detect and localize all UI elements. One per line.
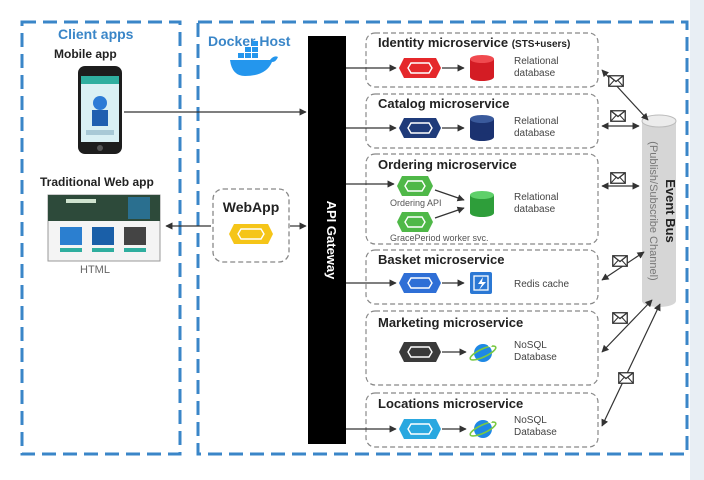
bus-locations-arrow (601, 303, 661, 427)
basket-title: Basket microservice (378, 252, 504, 267)
locations-db-line2: Database (514, 427, 557, 438)
event-bus-subtitle: (Publish/Subscribe Channel) (647, 141, 659, 280)
envelope-icon (618, 372, 634, 384)
marketing-container-icon (399, 342, 441, 362)
marketing-db-line2: Database (514, 352, 557, 363)
identity-microservice-box (365, 32, 599, 88)
catalog-db-line2: database (514, 128, 556, 139)
api-gateway-label: API Gateway (324, 201, 339, 281)
envelope-icon (608, 75, 624, 87)
docker-host-frame (196, 20, 689, 456)
docker-host-title: Docker Host (208, 33, 291, 49)
catalog-database-icon (470, 115, 494, 141)
ordering-db-line1: Relational (514, 192, 558, 203)
mobile-phone-icon (78, 66, 122, 154)
identity-db-line2: database (514, 68, 556, 79)
identity-title: Identity microservice (STS+users) (378, 35, 570, 50)
webapp-label: WebApp (223, 199, 280, 215)
docker-whale-icon (230, 41, 278, 76)
ordering-database-icon (470, 191, 494, 217)
marketing-microservice-box (365, 310, 599, 386)
redis-cache-icon (470, 272, 492, 294)
basket-microservice-box (365, 249, 599, 305)
ordering-api-container-icon (397, 176, 433, 196)
html-label: HTML (80, 264, 110, 276)
identity-database-icon (470, 55, 494, 81)
ordering-title: Ordering microservice (378, 157, 517, 172)
envelope-icon (612, 312, 628, 324)
basket-container-icon (399, 273, 441, 293)
locations-db-line1: NoSQL (514, 415, 547, 426)
locations-title: Locations microservice (378, 396, 523, 411)
catalog-title: Catalog microservice (378, 96, 510, 111)
webapp-container-icon (229, 224, 273, 244)
identity-db-line1: Relational (514, 56, 558, 67)
ordering-db-line2: database (514, 204, 556, 215)
webapp-box (212, 188, 290, 263)
traditional-web-app-label: Traditional Web app (40, 175, 154, 189)
event-bus-title: Event Bus (663, 179, 678, 243)
client-apps-title: Client apps (58, 26, 134, 42)
envelope-icon (610, 172, 626, 184)
grace-period-worker-label: GracePeriod worker svc. (390, 233, 489, 243)
marketing-title: Marketing microservice (378, 315, 523, 330)
locations-microservice-box (365, 392, 599, 448)
mobile-app-label: Mobile app (54, 47, 117, 61)
ordering-api-label: Ordering API (390, 198, 442, 208)
marketing-db-line1: NoSQL (514, 340, 547, 351)
marketing-nosql-icon (469, 343, 497, 362)
catalog-container-icon (399, 118, 441, 138)
envelope-icon (610, 110, 626, 122)
api-gateway-bar (308, 36, 346, 444)
event-bus-cylinder (641, 114, 677, 307)
bus-marketing-arrow (601, 299, 653, 353)
envelope-icon (612, 255, 628, 267)
web-browser-icon (47, 194, 161, 262)
ordering-microservice-box (365, 153, 599, 245)
identity-container-icon (399, 58, 441, 78)
locations-nosql-icon (469, 419, 497, 438)
catalog-microservice-box (365, 93, 599, 149)
grace-period-worker-container-icon (397, 212, 433, 232)
edge-strip (690, 0, 704, 480)
locations-container-icon (399, 419, 441, 439)
ordering-worker-db-arrow (434, 206, 465, 219)
ordering-api-db-arrow (434, 189, 465, 202)
catalog-db-line1: Relational (514, 116, 558, 127)
basket-db-line1: Redis cache (514, 279, 569, 290)
